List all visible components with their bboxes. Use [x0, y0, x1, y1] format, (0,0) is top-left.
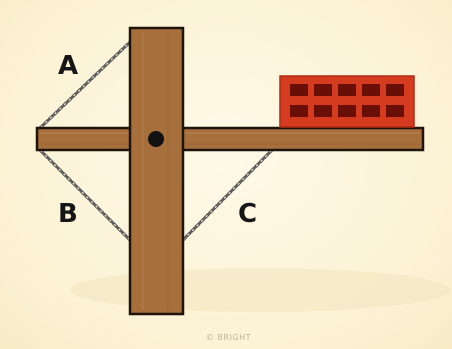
chain-c	[181, 148, 274, 242]
brick	[279, 75, 415, 128]
chain-b	[38, 148, 132, 242]
label-b: B	[58, 199, 78, 229]
pivot-bolt	[148, 131, 164, 147]
label-c: C	[238, 199, 257, 229]
credit-watermark: © BRIGHT	[206, 333, 251, 342]
chain-a	[38, 40, 132, 130]
vertical-post	[128, 26, 185, 316]
label-a: A	[58, 51, 78, 81]
ground-shadow	[70, 268, 450, 312]
horizontal-beam	[35, 126, 425, 152]
